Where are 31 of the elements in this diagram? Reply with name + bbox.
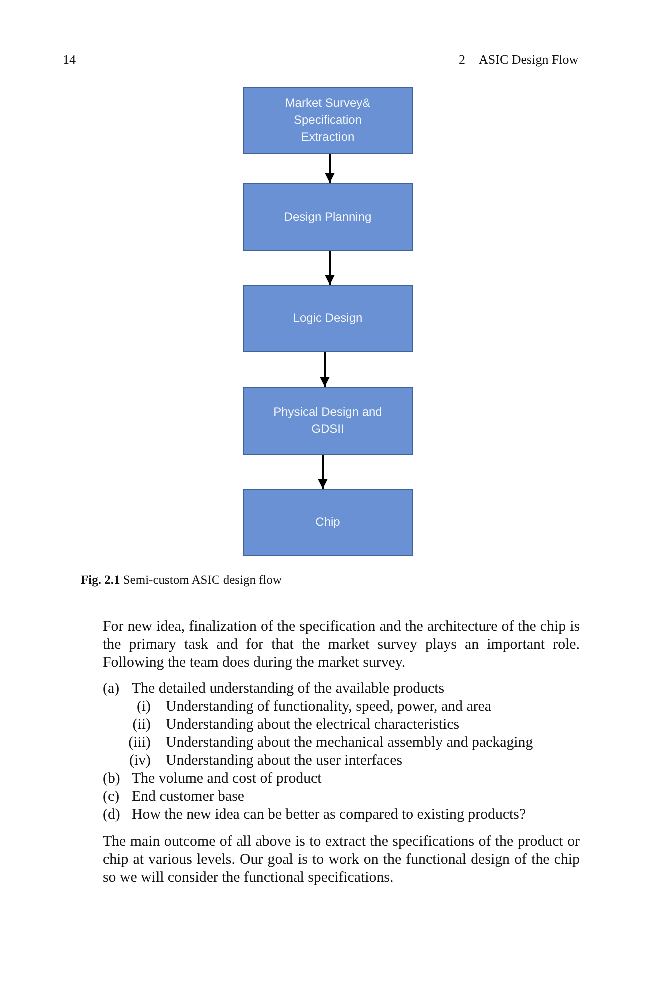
process-box: Market Survey& Specification Extraction	[243, 87, 413, 154]
list-marker: (iv)	[128, 752, 151, 770]
list-marker: (b)	[103, 770, 120, 788]
list-item: End customer base	[132, 788, 244, 806]
list-marker: (i)	[136, 698, 151, 716]
arrow	[318, 455, 328, 489]
process-box: Physical Design and GDSII	[243, 387, 413, 455]
arrow	[320, 352, 330, 387]
list-marker: (iii)	[128, 734, 151, 752]
figure-caption: Fig. 2.1 Semi-custom ASIC design flow	[81, 573, 282, 588]
running-header: ASIC Design Flow	[479, 51, 579, 69]
process-box: Chip	[243, 489, 413, 556]
list-item: Understanding about the electrical characteristics	[166, 716, 460, 734]
page-number: 14	[63, 51, 76, 69]
list-item: Understanding about the mechanical assembly and packaging	[166, 734, 534, 752]
list-item: The detailed understanding of the available products	[132, 680, 445, 698]
body-paragraph: For new idea, finalization of the specification and the architecture of the chip is the primary task and for that the market survey plays an important role. Following the team does during the market survey.	[103, 618, 580, 672]
chapter-number: 2	[459, 51, 466, 69]
body-paragraph: The main outcome of all above is to extract the specifications of the product or chip at various levels. Our goal is to work on the functional design of the chip so we will consider the functional specifications.	[103, 833, 580, 887]
process-box: Design Planning	[243, 183, 413, 251]
process-box: Logic Design	[243, 285, 413, 352]
list-item: How the new idea can be better as compared to existing products?	[132, 806, 526, 824]
list-item: The volume and cost of product	[132, 770, 322, 788]
list-marker: (d)	[103, 806, 120, 824]
arrow	[325, 154, 335, 183]
list-marker: (c)	[103, 788, 120, 806]
list-marker: (a)	[103, 680, 120, 698]
arrow	[325, 251, 335, 285]
list-marker: (ii)	[132, 716, 151, 734]
list-item: Understanding of functionality, speed, power, and area	[166, 698, 492, 716]
list-item: Understanding about the user interfaces	[166, 752, 403, 770]
